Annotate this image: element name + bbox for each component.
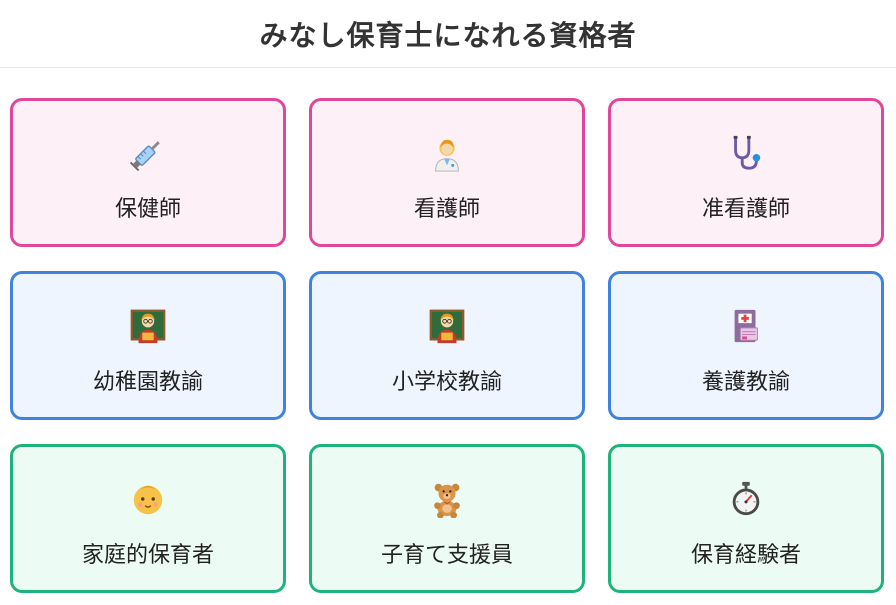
- teacher-icon: [128, 306, 168, 346]
- baby-icon: [128, 479, 168, 519]
- card-elementary-teacher[interactable]: 小学校教諭: [309, 271, 585, 420]
- card-nurse[interactable]: 看護師: [309, 98, 585, 247]
- card-assistant-nurse[interactable]: 准看護師: [608, 98, 884, 247]
- teddy-bear-icon: [427, 479, 467, 519]
- stopwatch-icon: [726, 479, 766, 519]
- card-childcare-experienced[interactable]: 保育経験者: [608, 444, 884, 593]
- hospital-icon: [726, 306, 766, 346]
- page-title: みなし保育士になれる資格者: [259, 18, 637, 52]
- card-label: 小学校教諭: [391, 370, 502, 395]
- card-label: 家庭的保育者: [81, 543, 214, 568]
- syringe-icon: [128, 133, 168, 173]
- health-worker-icon: [427, 133, 467, 173]
- stethoscope-icon: [726, 133, 766, 173]
- card-label: 保健師: [114, 197, 181, 222]
- card-childcare-support-worker[interactable]: 子育て支援員: [309, 444, 585, 593]
- card-label: 准看護師: [701, 197, 790, 222]
- card-label: 看護師: [413, 197, 480, 222]
- card-label: 子育て支援員: [380, 543, 513, 568]
- card-label: 養護教諭: [701, 370, 790, 395]
- card-kindergarten-teacher[interactable]: 幼稚園教諭: [10, 271, 286, 420]
- card-school-nurse-teacher[interactable]: 養護教諭: [608, 271, 884, 420]
- card-public-health-nurse[interactable]: 保健師: [10, 98, 286, 247]
- card-family-childcare-provider[interactable]: 家庭的保育者: [10, 444, 286, 593]
- card-label: 幼稚園教諭: [92, 370, 203, 395]
- card-label: 保育経験者: [690, 543, 801, 568]
- teacher-icon: [427, 306, 467, 346]
- page-header: みなし保育士になれる資格者: [0, 0, 896, 68]
- qualification-grid: 保健師 看護師 准看護師: [10, 98, 884, 593]
